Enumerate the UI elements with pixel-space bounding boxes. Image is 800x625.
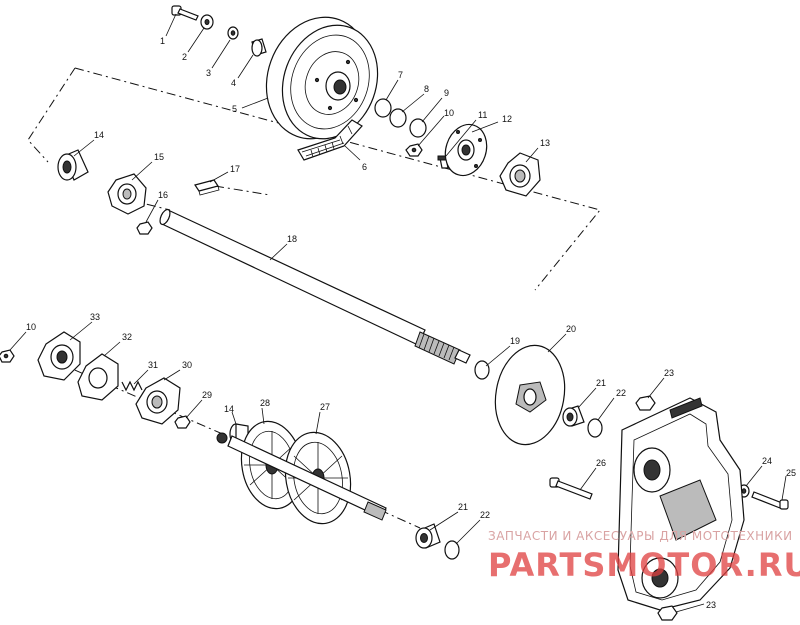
callout-13: 13: [540, 138, 550, 148]
part-5-sprocket-wheel: [265, 16, 379, 140]
part-26-bolt: [549, 477, 593, 500]
callout-4: 4: [231, 78, 236, 88]
part-15-flange: [107, 173, 147, 215]
part-14-bearing: [57, 149, 89, 181]
watermark-brand: PARTSMOTOR.RU: [488, 546, 800, 584]
part-19-circlip: [474, 360, 490, 380]
part-20-brake-disc: [494, 344, 566, 446]
callout-14: 14: [94, 130, 104, 140]
leader-lines: [9, 13, 787, 613]
lower-drive-shaft: [227, 435, 387, 521]
callout-3: 3: [206, 68, 211, 78]
chaincase-housing: [617, 397, 745, 611]
callout-10: 10: [444, 108, 454, 118]
callout-22: 22: [616, 388, 626, 398]
callout-labels: 1 2 3 4 5 6 7 8 9 10 11 12 13 14 15 16 1…: [26, 36, 796, 610]
callout-7: 7: [398, 70, 403, 80]
callout-5: 5: [232, 104, 237, 114]
part-22-seal: [587, 418, 603, 438]
part-13-flange: [499, 152, 541, 197]
callout-11: 11: [478, 110, 487, 120]
upper-assembly: [27, 5, 601, 365]
callout-23b: 23: [706, 600, 716, 610]
callout-21: 21: [596, 378, 606, 388]
callout-17: 17: [230, 164, 240, 174]
part-18-shaft: [159, 208, 471, 365]
callout-31: 31: [148, 360, 158, 370]
callout-1: 1: [160, 36, 165, 46]
callout-16: 16: [158, 190, 168, 200]
part-33-bearing-plate: [37, 331, 81, 381]
callout-6: 6: [362, 162, 367, 172]
callout-12: 12: [502, 114, 512, 124]
callout-30: 30: [182, 360, 192, 370]
callout-27: 27: [320, 402, 330, 412]
part-10-nut: [405, 143, 423, 157]
part-8-ring: [389, 108, 407, 128]
part-23-nut-top: [635, 395, 656, 411]
lower-assembly: [0, 331, 789, 621]
callout-15: 15: [154, 152, 164, 162]
callout-26: 26: [596, 458, 606, 468]
callout-8: 8: [424, 84, 429, 94]
callout-24: 24: [762, 456, 772, 466]
callout-22b: 22: [480, 510, 490, 520]
callout-28: 28: [260, 398, 270, 408]
callout-23: 23: [664, 368, 674, 378]
part-29-nut: [174, 415, 191, 429]
callout-32: 32: [122, 332, 132, 342]
part-6-chain: [297, 119, 363, 161]
part-22b-seal: [444, 540, 460, 560]
callout-9: 9: [444, 88, 449, 98]
part-32-gasket: [77, 353, 119, 401]
part-3-washer: [227, 26, 239, 40]
part-17-key: [194, 179, 220, 196]
part-12-bearing-plate: [444, 123, 488, 177]
part-16-nut: [136, 221, 153, 235]
part-23b-nut-bottom: [657, 605, 678, 621]
part-25-bolt: [751, 491, 789, 510]
callout-19: 19: [510, 336, 520, 346]
part-7-ring: [374, 98, 392, 118]
callout-33: 33: [90, 312, 100, 322]
callout-2: 2: [182, 52, 187, 62]
callout-10b: 10: [26, 322, 36, 332]
part-9-ring: [409, 118, 427, 138]
part-31-spring: [121, 380, 143, 392]
callout-21b: 21: [458, 502, 468, 512]
callout-29: 29: [202, 390, 212, 400]
callout-14b: 14: [224, 404, 234, 414]
callout-20: 20: [566, 324, 576, 334]
part-30-flange: [135, 377, 181, 425]
part-21-bearing: [562, 405, 585, 427]
part-4-bushing: [251, 38, 267, 57]
watermark: ЗАПЧАСТИ И АКСЕСУАРЫ ДЛЯ МОТОТЕХНИКИ PAR…: [488, 529, 800, 584]
part-21b-bearing: [415, 523, 441, 549]
part-1-bolt: [171, 5, 199, 21]
part-10b-nut: [0, 349, 15, 363]
callout-25: 25: [786, 468, 796, 478]
callout-18: 18: [287, 234, 297, 244]
watermark-tagline: ЗАПЧАСТИ И АКСЕСУАРЫ ДЛЯ МОТОТЕХНИКИ: [488, 529, 793, 543]
part-2-washer: [200, 14, 214, 30]
